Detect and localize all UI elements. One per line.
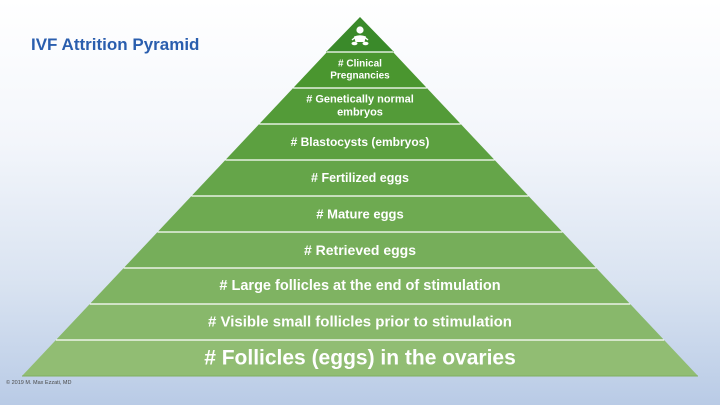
layer-label: # Clinical: [338, 59, 382, 70]
pyramid-layer-5: [157, 196, 563, 232]
pyramid-layer-6: [123, 232, 597, 268]
pyramid-layer-9: [22, 340, 698, 376]
layer-label: # Blastocysts (embryos): [291, 135, 430, 149]
layer-label: # Retrieved eggs: [304, 242, 416, 258]
pyramid-layer-4: [191, 160, 529, 196]
layer-label: # Follicles (eggs) in the ovaries: [204, 347, 516, 370]
copyright-text: © 2019 M. Max Ezzati, MD: [6, 380, 72, 386]
pyramid-layer-2: [259, 88, 461, 124]
pyramid-layer-3: [225, 124, 495, 160]
layer-label: embryos: [337, 107, 383, 119]
layer-label: # Large follicles at the end of stimulat…: [219, 278, 500, 294]
layer-label: # Visible small follicles prior to stimu…: [208, 314, 512, 331]
pyramid-layer-7: [89, 268, 631, 304]
layer-label: # Mature eggs: [316, 207, 403, 222]
layer-label: # Genetically normal: [306, 93, 414, 105]
pyramid-apex: [326, 17, 394, 52]
pyramid-layer-1: [293, 52, 427, 88]
baby-icon: [351, 26, 369, 46]
pyramid-layer-8: [55, 304, 665, 340]
slide-title: IVF Attrition Pyramid: [31, 35, 200, 54]
layer-label: # Fertilized eggs: [311, 171, 409, 185]
layer-label: Pregnancies: [330, 71, 390, 82]
